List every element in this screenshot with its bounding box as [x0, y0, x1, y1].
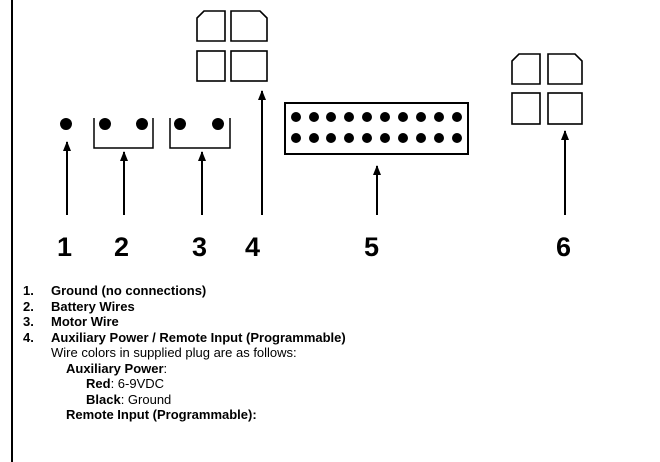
remote-plug — [511, 53, 583, 125]
callout-6: 6 — [556, 232, 571, 262]
battery-connector — [93, 118, 154, 149]
aux-power-plug — [196, 10, 268, 82]
legend-item-text: Auxiliary Power / Remote Input (Programm… — [51, 329, 346, 345]
legend-item: 4.Auxiliary Power / Remote Input (Progra… — [23, 329, 346, 345]
callout-5: 5 — [364, 232, 379, 262]
wire-intro-text: Wire colors in supplied plug are as foll… — [51, 345, 297, 360]
remote-input-heading: Remote Input (Programmable): — [66, 407, 257, 422]
aux-power-heading: Auxiliary Power: — [66, 360, 168, 376]
legend-item-text: Ground (no connections) — [51, 283, 207, 298]
frame-left-border — [11, 0, 13, 462]
pointer-arrows — [63, 90, 569, 215]
legend-item: 2.Battery Wires — [23, 298, 135, 314]
connector-legend: 1.Ground (no connections) 2.Battery Wire… — [23, 283, 346, 423]
legend-item: 1.Ground (no connections) — [23, 283, 207, 298]
connector-diagram: 1 2 3 4 5 6 — [57, 10, 583, 262]
legend-item-text: Motor Wire — [51, 314, 119, 329]
callout-3: 3 — [192, 232, 207, 262]
legend-item: 3.Motor Wire — [23, 314, 119, 329]
callout-2: 2 — [114, 232, 129, 262]
motor-connector — [169, 118, 231, 149]
ground-pin — [60, 118, 72, 130]
red-wire-line: Red: 6-9VDC — [86, 376, 165, 391]
callout-4: 4 — [245, 232, 260, 262]
header-connector — [284, 102, 469, 155]
black-wire-line: Black: Ground — [86, 391, 172, 407]
callout-1: 1 — [57, 232, 72, 262]
legend-item-text: Battery Wires — [51, 298, 135, 314]
